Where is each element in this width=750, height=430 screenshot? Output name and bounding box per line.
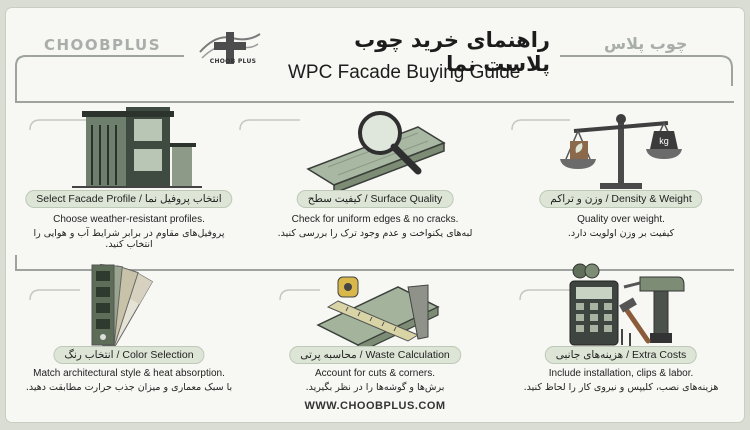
magnifier-icon — [306, 111, 446, 195]
calculator-tools-icon — [569, 263, 685, 349]
card-desc-fa-waste-calculation: برش‌ها و گوشه‌ها را در نظر بگیرید. — [305, 382, 445, 393]
measure-icon — [316, 276, 440, 354]
page-title-fa: راهنمای خرید چوب پلاست نما — [354, 28, 550, 76]
building-icon — [72, 107, 202, 188]
card-desc-en-density-weight: Quality over weight. — [577, 214, 665, 225]
scale-icon: kg — [560, 114, 682, 189]
brand-name-en: CHOOBPLUS — [44, 36, 161, 54]
card-desc-en-select-profile: Choose weather-resistant profiles. — [53, 214, 205, 225]
card-desc-en-color-selection: Match architectural style & heat absorpt… — [33, 368, 225, 379]
card-desc-en-extra-costs: Include installation, clips & labor. — [548, 368, 694, 379]
choobplus-logo-icon — [199, 32, 261, 64]
card-desc-fa-density-weight: کیفیت بر وزن اولویت دارد. — [567, 228, 675, 239]
card-desc-fa-select-profile: پروفیل‌های مقاوم در برابر شرایط آب و هوا… — [33, 228, 225, 250]
card-label-density-weight: وزن و تراکم / Density & Weight — [539, 190, 703, 208]
card-label-surface-quality: کیفیت سطح / Surface Quality — [296, 190, 454, 208]
card-label-select-profile: Select Facade Profile / انتخاب پروفیل نم… — [25, 190, 233, 208]
logo-caption: CHOOB PLUS — [209, 58, 257, 65]
card-desc-fa-extra-costs: هزینه‌های نصب، کلیپس و نیروی کار را لحاظ… — [523, 382, 719, 393]
color-swatch-icon — [91, 263, 154, 352]
card-label-color-selection: انتخاب رنگ / Color Selection — [53, 346, 205, 364]
page-title-en: WPC Facade Buying Guide — [288, 62, 521, 83]
card-label-extra-costs: هزینه‌های جانبی / Extra Costs — [544, 346, 698, 364]
kg-weight-label: kg — [659, 136, 669, 146]
card-desc-fa-surface-quality: لبه‌های یکنواخت و عدم وجود ترک را بررسی … — [277, 228, 473, 239]
brand-name-fa: چوب پلاس — [604, 34, 688, 53]
footer-website: WWW.CHOOBPLUS.COM — [304, 400, 446, 412]
card-desc-en-surface-quality: Check for uniform edges & no cracks. — [291, 214, 459, 225]
card-desc-en-waste-calculation: Account for cuts & corners. — [314, 368, 436, 379]
card-desc-fa-color-selection: با سبک معماری و میزان جذب حرارت مطابقت د… — [25, 382, 233, 393]
card-label-waste-calculation: محاسبه پرتی / Waste Calculation — [289, 346, 461, 364]
